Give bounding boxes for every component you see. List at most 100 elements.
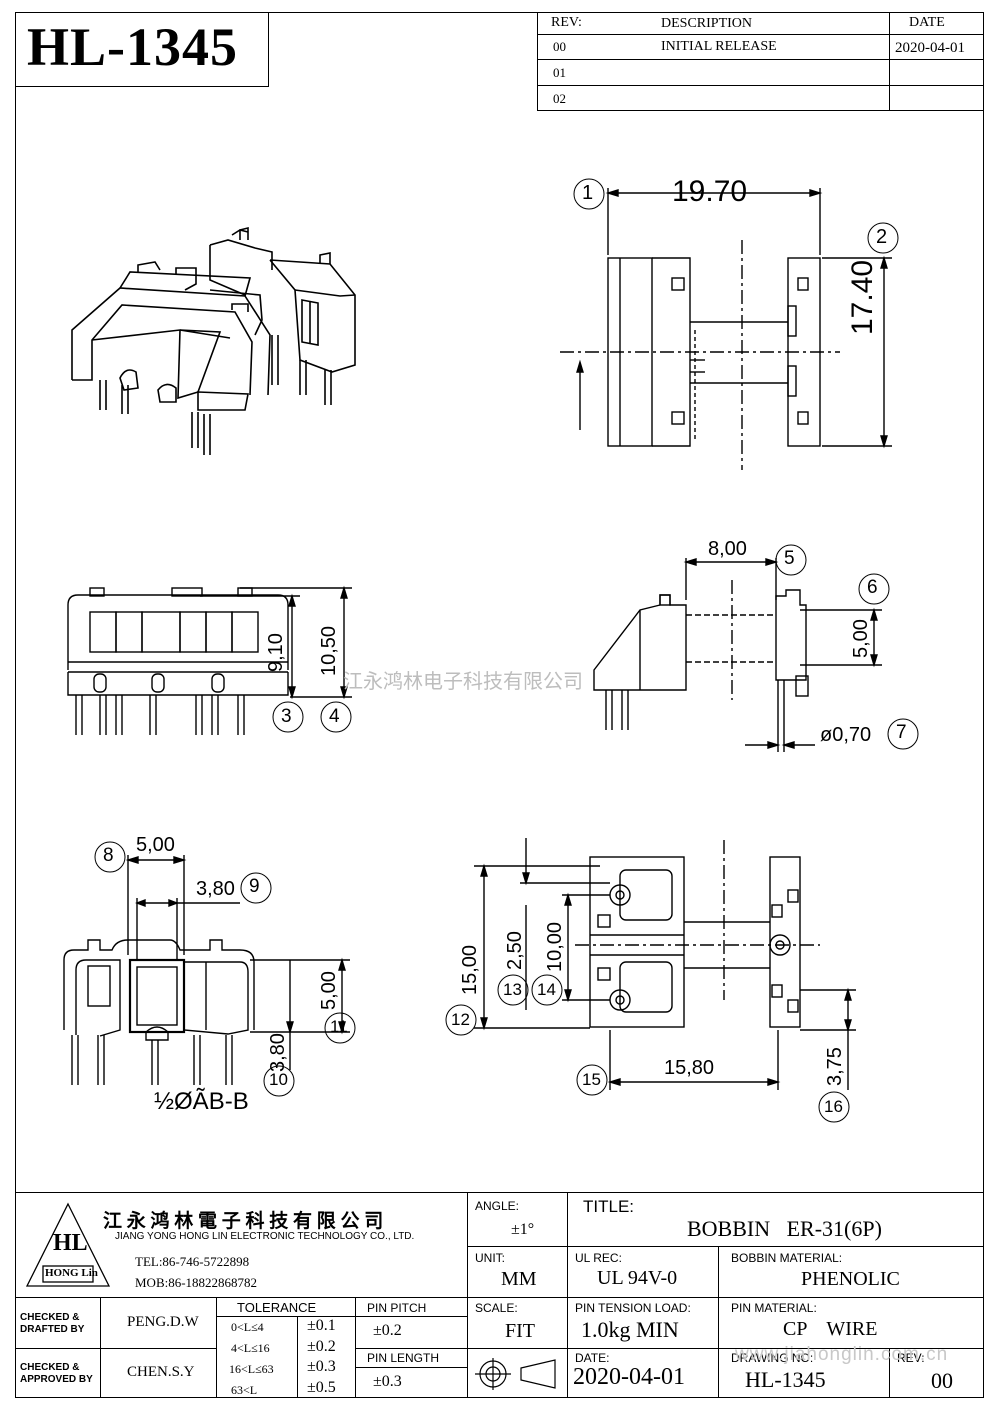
callout-10: 10	[269, 1070, 288, 1089]
revision-table: REV: DESCRIPTION DATE 00 INITIAL RELEASE…	[537, 12, 984, 111]
top-view	[560, 188, 892, 470]
rev-header: REV:	[551, 15, 582, 30]
tolerance-value-2: ±0.3	[307, 1358, 336, 1375]
pin-tension-label: PIN TENSION LOAD:	[575, 1301, 691, 1315]
pin-tension-value: 1.0kg MIN	[581, 1317, 679, 1342]
pin-pitch-label: PIN PITCH	[367, 1301, 427, 1315]
company-tel: TEL:86-746-5722898	[135, 1254, 250, 1269]
dim-0-70: ø0,70	[820, 724, 872, 746]
dim-9-10: 9,10	[265, 633, 287, 672]
dim-3-80-top: 3,80	[196, 878, 235, 900]
dim-2-50: 2,50	[504, 931, 526, 970]
title-block: HL HONG Lin 江 永 鸿 林 電 子 科 技 有 限 公 司 JIAN…	[15, 1192, 984, 1398]
dim-3-75: 3,75	[824, 1047, 846, 1086]
title-label: TITLE:	[583, 1197, 635, 1216]
watermark: 江永鸿林电子科技有限公司	[343, 671, 583, 693]
projection-symbol	[475, 1358, 556, 1390]
dim-15-00: 15,00	[459, 944, 481, 995]
company-name-cn: 江 永 鸿 林 電 子 科 技 有 限 公 司	[103, 1211, 384, 1232]
tolerance-value-3: ±0.5	[307, 1379, 336, 1396]
bobbin-material-value: PHENOLIC	[801, 1268, 900, 1290]
dim-8-00: 8,00	[708, 538, 747, 560]
watermark-url: www.jiahonglin.com.cn	[735, 1344, 949, 1365]
callout-4: 4	[329, 706, 340, 727]
tolerance-range-2: 16<L≤63	[229, 1362, 274, 1376]
company-mob: MOB:86-18822868782	[135, 1275, 258, 1290]
callout-11: 11	[330, 1017, 348, 1036]
pin-pitch-value: ±0.2	[373, 1322, 402, 1339]
callout-6: 6	[867, 577, 878, 598]
part-number: HL-1345	[27, 17, 239, 77]
ul-rec-value: UL 94V-0	[597, 1267, 678, 1289]
description-header: DESCRIPTION	[661, 16, 753, 31]
technical-drawing	[63, 178, 919, 1123]
angle-value: ±1°	[511, 1221, 535, 1238]
checked-approved-value: CHEN.S.Y	[127, 1364, 195, 1380]
callout-12: 12	[451, 1010, 470, 1029]
rev-row-0-description: INITIAL RELEASE	[661, 39, 777, 54]
tolerance-value-1: ±0.2	[307, 1338, 336, 1355]
drawing-no-label: DRAWING NO:	[731, 1351, 814, 1365]
pin-material-label: PIN MATERIAL:	[731, 1301, 817, 1315]
tolerance-range-0: 0<L≤4	[231, 1320, 264, 1334]
checked-approved-label: CHECKED & APPROVED BY	[20, 1362, 93, 1385]
callout-16: 16	[824, 1097, 843, 1116]
date-header: DATE	[909, 15, 945, 30]
dim-19-70: 19.70	[672, 175, 748, 208]
dim-5-00-side: 5,00	[850, 619, 872, 658]
tolerance-range-3: 63<L	[231, 1383, 258, 1397]
company-logo	[25, 1202, 111, 1287]
dim-15-80: 15,80	[664, 1057, 715, 1079]
dim-5-00-section: 5,00	[136, 834, 175, 856]
callout-3: 3	[281, 706, 292, 727]
logo-text: HL	[53, 1230, 88, 1256]
rev-row-0: 00	[553, 39, 566, 54]
dim-5-00-right: 5,00	[318, 971, 340, 1010]
side-view	[593, 558, 882, 752]
rev-row-2: 02	[553, 91, 566, 106]
tolerance-value-0: ±0.1	[307, 1317, 336, 1334]
callout-5: 5	[784, 548, 795, 569]
company-name-en: JIANG YONG HONG LIN ELECTRONIC TECHNOLOG…	[115, 1231, 415, 1242]
rev-value: 00	[931, 1368, 953, 1393]
callout-15: 15	[582, 1070, 601, 1089]
callout-8: 8	[103, 845, 114, 866]
dim-10-50: 10,50	[318, 625, 340, 676]
pin-length-value: ±0.3	[373, 1373, 402, 1390]
logo-subtext: HONG Lin	[45, 1267, 98, 1279]
unit-label: UNIT:	[475, 1251, 505, 1265]
front-view	[67, 585, 352, 735]
title-value: BOBBIN ER-31(6P)	[687, 1216, 882, 1241]
tolerance-range-1: 4<L≤16	[231, 1341, 270, 1355]
callout-14: 14	[537, 980, 556, 999]
checked-drafted-label: CHECKED & DRAFTED BY	[20, 1312, 85, 1335]
rev-row-0-date: 2020-04-01	[895, 40, 965, 56]
pin-length-label: PIN LENGTH	[367, 1351, 440, 1365]
ul-rec-label: UL REC:	[575, 1251, 622, 1265]
section-view	[63, 855, 350, 1085]
callout-circles	[94, 178, 919, 1123]
drawing-no-value: HL-1345	[745, 1367, 826, 1392]
part-number-box: HL-1345	[15, 12, 269, 87]
rev-row-1: 01	[553, 65, 566, 80]
callout-7: 7	[896, 722, 907, 743]
callout-2: 2	[876, 226, 888, 248]
date-value: 2020-04-01	[573, 1364, 685, 1390]
scale-label: SCALE:	[475, 1301, 518, 1315]
pin-material-value: CP WIRE	[783, 1318, 878, 1340]
unit-value: MM	[501, 1268, 537, 1290]
callout-1: 1	[582, 182, 594, 204]
callout-13: 13	[503, 980, 522, 999]
bobbin-material-label: BOBBIN MATERIAL:	[731, 1251, 843, 1265]
isometric-view	[71, 226, 356, 455]
dim-10-00: 10,00	[544, 921, 566, 972]
checked-drafted-value: PENG.D.W	[127, 1314, 199, 1330]
rev-label: REV:	[897, 1351, 925, 1365]
tolerance-label: TOLERANCE	[237, 1300, 317, 1315]
date-label: DATE:	[575, 1351, 610, 1365]
angle-label: ANGLE:	[475, 1199, 520, 1213]
section-label: ½ØÃB-B	[154, 1088, 249, 1115]
callout-9: 9	[249, 876, 260, 897]
dim-17-40: 17.40	[846, 259, 879, 335]
scale-value: FIT	[505, 1320, 535, 1342]
